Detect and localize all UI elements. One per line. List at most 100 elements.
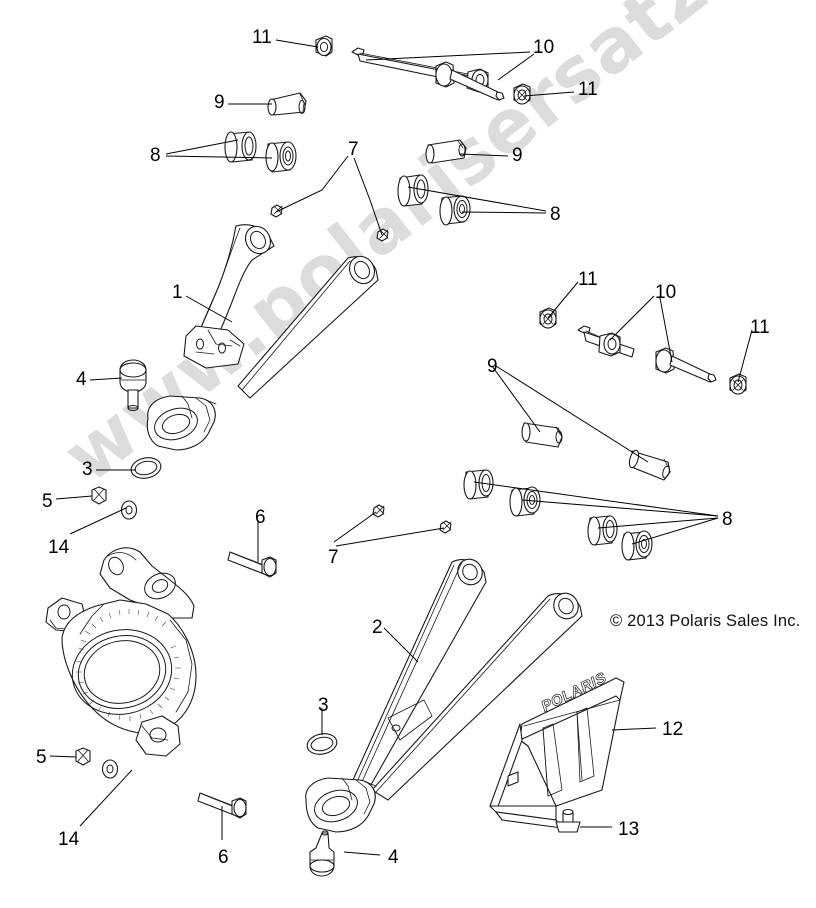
callout-number-3: 3 (82, 459, 93, 480)
part-washer-14-a (120, 500, 138, 520)
leader-line-11 (737, 329, 753, 383)
callout-number-10: 10 (533, 37, 555, 58)
callout-number-12: 12 (662, 719, 684, 740)
callout-number-8: 8 (722, 509, 733, 530)
part-lower-control-arm-2 (305, 558, 583, 833)
callout-number-11: 11 (252, 27, 272, 48)
leader-line-8 (631, 517, 719, 545)
leader-line-10 (497, 53, 535, 81)
part-bushing-8-f (509, 486, 541, 517)
leader-line-10 (365, 51, 531, 61)
part-lock-nut-5-b (75, 747, 91, 766)
part-flange-nut-11-d (729, 373, 747, 395)
callout-number-1: 1 (172, 282, 183, 303)
callout-number-11: 11 (578, 269, 598, 290)
part-washer-14-b (101, 759, 119, 779)
leader-line-8 (473, 481, 719, 517)
leader-line-12 (611, 727, 657, 731)
part-bushing-8-b (265, 141, 297, 173)
callout-number-11: 11 (750, 317, 770, 338)
part-ball-joint-4-a (119, 359, 147, 411)
callout-number-8: 8 (150, 145, 161, 166)
leader-line-5 (49, 755, 77, 758)
part-bolt-6-b (197, 792, 247, 819)
copyright-notice: © 2013 Polaris Sales Inc. (610, 612, 801, 630)
callout-number-7: 7 (328, 547, 339, 568)
callout-number-11: 11 (578, 79, 598, 100)
leader-line-14 (79, 769, 133, 827)
leader-line-8 (597, 517, 719, 529)
part-sleeve-9-d (628, 449, 671, 481)
callout-leader-lines (49, 39, 753, 856)
part-flange-nut-11-a (315, 35, 333, 57)
leader-line-7 (275, 155, 349, 213)
callout-number-7: 7 (348, 139, 359, 160)
callout-number-14: 14 (48, 537, 70, 558)
callout-number-9: 9 (512, 145, 523, 166)
part-skid-plate-12: POLARIS (489, 668, 625, 829)
leader-line-14 (69, 507, 127, 535)
leader-line-10 (609, 295, 655, 341)
leader-line-8 (521, 499, 719, 517)
part-bushing-8-a (224, 131, 257, 163)
leader-line-8 (461, 211, 547, 214)
part-bushing-8-h (621, 530, 653, 561)
callout-number-6: 6 (255, 507, 266, 528)
part-pivot-bolt-10-c (577, 325, 635, 358)
leader-line-9 (459, 153, 509, 157)
callout-number-13: 13 (618, 819, 640, 840)
part-bolt-6-a (227, 551, 277, 578)
part-sleeve-9-c (521, 422, 563, 448)
part-sleeve-9-a (267, 92, 307, 116)
leader-line-4 (89, 377, 123, 381)
part-ring-3-b (306, 733, 338, 755)
callout-number-2: 2 (372, 617, 383, 638)
part-flange-nut-11-b (513, 83, 531, 105)
leader-line-5 (55, 495, 93, 500)
callout-number-14: 14 (58, 829, 80, 850)
callout-number-4: 4 (76, 369, 87, 390)
callout-number-9: 9 (487, 356, 498, 377)
part-grease-fitting-7-d (439, 520, 452, 534)
leader-line-2 (383, 627, 419, 663)
part-grease-fitting-7-c (372, 504, 385, 518)
leader-line-4 (343, 851, 381, 856)
leader-line-11 (523, 91, 575, 97)
callout-number-10: 10 (655, 282, 677, 303)
part-grease-fitting-7-a (270, 204, 283, 218)
part-pivot-bolt-10-b (435, 61, 505, 101)
leader-line-9 (491, 365, 541, 433)
leader-line-7 (353, 157, 383, 236)
part-lock-nut-5-a (91, 486, 107, 505)
part-bushing-8-e (463, 469, 494, 500)
part-bushing-8-c (397, 174, 429, 207)
part-sleeve-9-b (425, 139, 467, 164)
leader-line-8 (165, 139, 239, 155)
part-ring-3-a (130, 457, 162, 479)
part-ball-joint-4-b (309, 830, 335, 877)
leader-line-8 (407, 186, 547, 212)
callout-number-6: 6 (218, 847, 229, 868)
leader-line-11 (275, 39, 319, 48)
leader-line-1 (185, 295, 233, 323)
leader-line-7 (333, 511, 377, 543)
part-skid-plate-screw-13 (555, 808, 581, 833)
callout-number-5: 5 (42, 491, 53, 512)
leader-line-8 (165, 155, 273, 159)
leader-line-9 (495, 365, 649, 463)
part-grease-fitting-7-b (376, 228, 389, 242)
callout-number-9: 9 (214, 92, 225, 113)
part-pivot-bolt-10-d (655, 347, 717, 383)
part-bushing-8-d (439, 195, 471, 226)
leader-line-10 (659, 297, 673, 363)
callout-number-4: 4 (388, 847, 399, 868)
part-upper-control-arm-1 (146, 224, 379, 451)
leader-line-11 (547, 281, 579, 319)
leader-line-7 (335, 527, 445, 547)
callout-number-5: 5 (36, 747, 47, 768)
callout-number-3: 3 (318, 695, 329, 716)
part-steering-knuckle (45, 547, 197, 757)
callout-number-8: 8 (550, 204, 561, 225)
